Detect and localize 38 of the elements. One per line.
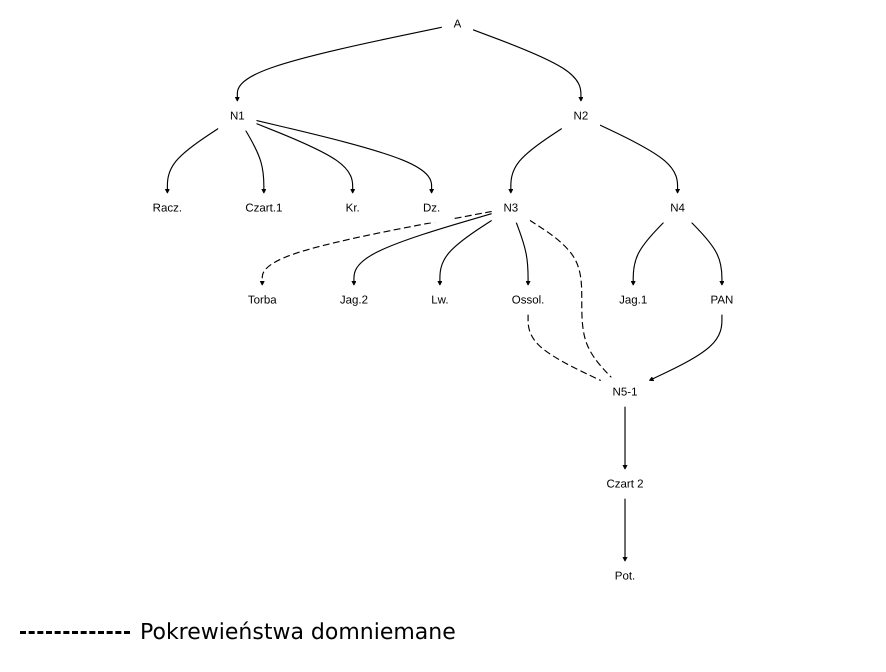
arrow (351, 212, 492, 286)
node-text: N2 (574, 110, 588, 122)
node-text: PAN (710, 294, 734, 306)
node-text: Ossol. (512, 294, 544, 306)
node-text: Racz. (152, 202, 182, 214)
arrow (164, 128, 219, 194)
arrow (256, 120, 434, 194)
node-text: A (454, 18, 462, 30)
legend-text: Pokrewieństwa domniemane (140, 620, 456, 645)
arrow (691, 222, 724, 286)
node-text: Torba (248, 294, 277, 306)
node-text: Jag.2 (340, 294, 368, 306)
node-text: Jag.1 (619, 294, 648, 306)
arrow (234, 26, 442, 102)
node-text: N1 (230, 110, 245, 122)
arrow (260, 210, 492, 286)
arrow (437, 220, 492, 286)
node-text: Lw. (431, 294, 449, 306)
arrow (245, 130, 266, 194)
arrow (600, 124, 680, 194)
arrow (648, 314, 722, 381)
stemma-diagram: A N1 N2 Racz. Czart.1 Kr. Dz. N3 N4 Torba Jag.2 Lw. Ossol. Jag.1 PAN N5-1 Czart 2 Pot. (8, 5, 878, 595)
arrow (622, 406, 628, 470)
node-text: N4 (670, 202, 685, 214)
arrow (622, 498, 628, 562)
node-text: N5-1 (612, 386, 638, 398)
node-text: Kr. (346, 202, 360, 214)
node-text: N3 (503, 202, 518, 214)
arrow (256, 122, 356, 194)
connector (528, 314, 602, 382)
arrow (630, 222, 664, 286)
arrow (472, 29, 584, 102)
arrow (508, 128, 562, 194)
node-text: Pot. (614, 570, 636, 582)
arrow (516, 222, 531, 286)
connector (529, 220, 612, 378)
node-text: Czart 2 (606, 478, 644, 490)
node-text: Czart.1 (245, 202, 282, 214)
